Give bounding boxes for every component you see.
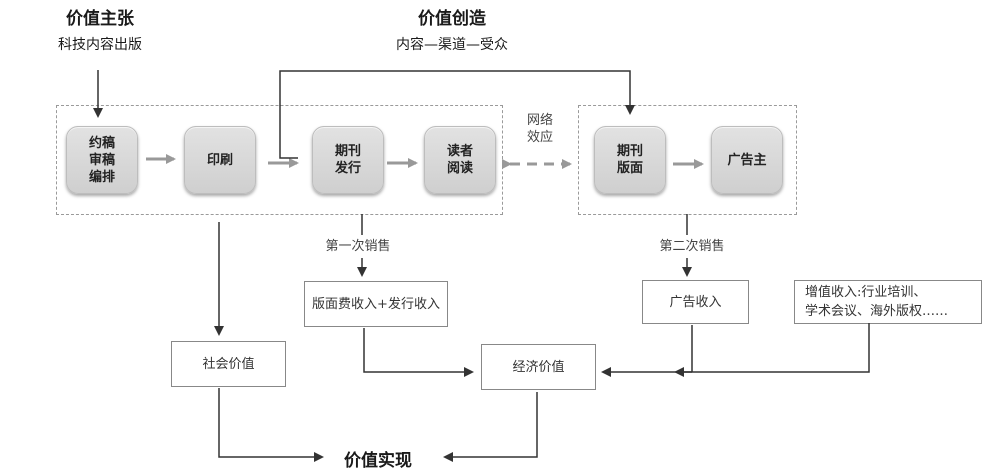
node-printing: 印刷	[184, 126, 256, 194]
node-page-space: 期刊 版面	[594, 126, 666, 194]
value-proposition-title: 价值主张	[66, 9, 134, 29]
second-sale-label: 第二次销售	[659, 239, 725, 254]
arrow-economic-to-realization	[443, 392, 538, 462]
ad-revenue-box: 广告收入	[642, 280, 749, 324]
node-reading: 读者 阅读	[424, 126, 496, 194]
value-realization-title: 价值实现	[344, 451, 412, 471]
arrow-first-revenue-to-economic	[363, 328, 474, 377]
node-editing: 约稿 审稿 编排	[66, 126, 138, 194]
value-proposition-subtitle: 科技内容出版	[58, 37, 142, 53]
node-distribution: 期刊 发行	[312, 126, 384, 194]
first-revenue-box: 版面费收入+发行收入	[304, 281, 448, 327]
network-effect-label: 网络 效应	[526, 113, 553, 145]
arrow-loop-to-page-space	[279, 70, 635, 159]
value-creation-title: 价值创造	[418, 9, 486, 29]
arrow-value-added-to-economic	[601, 323, 870, 377]
social-value-box: 社会价值	[171, 341, 286, 387]
first-sale-label: 第一次销售	[325, 239, 391, 254]
value-added-revenue-box: 增值收入:行业培训、 学术会议、海外版权……	[794, 280, 982, 324]
economic-value-box: 经济价值	[481, 344, 596, 390]
arrow-social-to-realization	[218, 388, 324, 462]
node-advertiser: 广告主	[711, 126, 783, 194]
value-creation-subtitle: 内容—渠道—受众	[396, 37, 508, 53]
